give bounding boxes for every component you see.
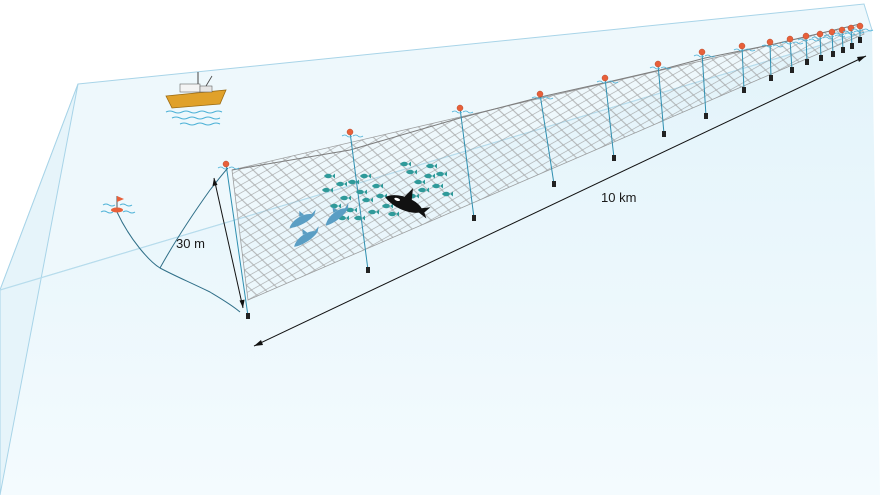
fish-icon (330, 203, 341, 209)
buoy-icon (100, 196, 136, 214)
buoy-icon (856, 22, 864, 30)
buoy-icon (738, 42, 746, 50)
fish-icon (418, 187, 429, 193)
buoy-icon (601, 74, 609, 82)
fish-icon (436, 171, 447, 177)
fish-icon (442, 191, 453, 197)
net-weight-icon (831, 51, 835, 57)
depth-label: 30 m (176, 236, 205, 251)
fish-icon (426, 163, 437, 169)
net-weight-icon (612, 155, 616, 161)
net-weight-icon (662, 131, 666, 137)
net-weight-icon (819, 55, 823, 61)
fish-icon (368, 209, 379, 215)
fish-icon (346, 207, 357, 213)
buoy-icon (698, 48, 706, 56)
buoy-icon (346, 128, 354, 136)
net-weight-icon (805, 59, 809, 65)
fish-icon (340, 195, 351, 201)
fish-icon (336, 181, 347, 187)
buoy-icon (802, 32, 810, 40)
net-weight-icon (769, 75, 773, 81)
fish-icon (360, 173, 371, 179)
fish-icon (382, 203, 393, 209)
buoy-icon (838, 26, 846, 34)
buoy-icon (828, 28, 836, 36)
fish-icon (362, 197, 373, 203)
length-label: 10 km (601, 190, 637, 205)
buoy-icon (816, 30, 824, 38)
length-dimension (253, 55, 867, 347)
fishing-boat-icon (165, 72, 227, 126)
water-body (0, 30, 880, 495)
gill-net (231, 23, 865, 301)
fish-icon (354, 215, 365, 221)
fish-icon (324, 173, 335, 179)
dolphins (289, 202, 349, 247)
buoy-icon (222, 160, 230, 168)
buoy-icon (536, 90, 544, 98)
dolphin-icon (294, 226, 319, 247)
buoy-icon (654, 60, 662, 68)
net-weight-icon (841, 47, 845, 53)
depth-dimension (212, 177, 245, 309)
water-side-face (0, 83, 79, 495)
buoy-icon (786, 35, 794, 43)
fish-icon (400, 161, 411, 167)
buoy-icon (847, 24, 855, 32)
fish-icon (372, 183, 383, 189)
buoy-lines (217, 22, 874, 319)
fish-icon (414, 179, 425, 185)
net-weight-icon (742, 87, 746, 93)
net-weight-icon (472, 215, 476, 221)
fish-icon (432, 183, 443, 189)
fish-icon (376, 193, 387, 199)
orca-icon (385, 188, 431, 219)
net-weight-icon (704, 113, 708, 119)
buoy-icon (456, 104, 464, 112)
net-weight-icon (246, 313, 250, 319)
net-weight-icon (850, 43, 854, 49)
fish-icon (406, 169, 417, 175)
net-weight-icon (552, 181, 556, 187)
buoy-icon (766, 38, 774, 46)
net-headline (231, 23, 861, 171)
fish-icon (388, 211, 399, 217)
net-weight-icon (858, 37, 862, 43)
net-weight-icon (366, 267, 370, 273)
dolphin-icon (325, 202, 349, 226)
fish-icon (322, 187, 333, 193)
fish-icon (424, 173, 435, 179)
net-weight-icon (790, 67, 794, 73)
fish-icon (356, 189, 367, 195)
anchor-line (100, 167, 241, 313)
dolphin-icon (289, 209, 316, 228)
fish-icon (348, 179, 359, 185)
